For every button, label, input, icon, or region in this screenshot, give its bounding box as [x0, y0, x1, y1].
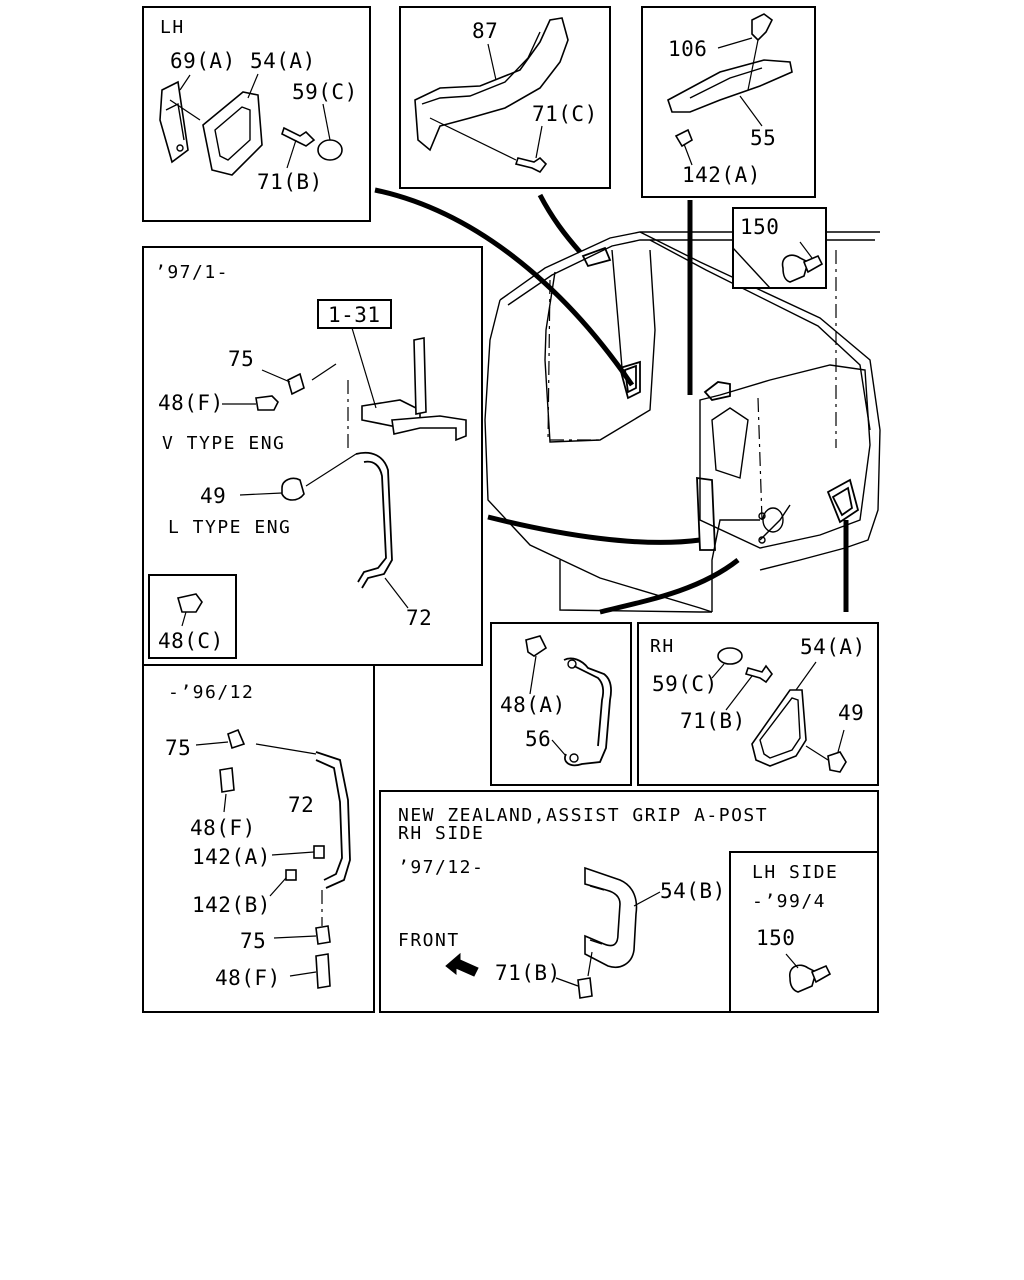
label-142a-lower: 142(A) — [192, 845, 271, 869]
label-87: 87 — [472, 19, 498, 43]
assist-grip-54a — [202, 91, 263, 176]
label-106: 106 — [668, 37, 707, 61]
front-arrow-icon — [445, 952, 479, 977]
nz-date: ’97/12- — [398, 857, 484, 878]
clip-75 — [287, 372, 305, 396]
label-54a-rh: 54(A) — [800, 635, 866, 659]
bolt-48a — [525, 635, 548, 657]
assist-grip-87 — [414, 17, 569, 152]
panel-lh-side: LH SIDE -’99/4 150 — [729, 851, 879, 1013]
bolt-48f-lower — [315, 953, 331, 989]
panel-header-lh: LH — [160, 17, 185, 38]
bracket-69a — [159, 80, 189, 164]
panel-strap-56: 48(A) 56 — [490, 622, 632, 786]
front-label: FRONT — [398, 930, 460, 951]
label-56: 56 — [525, 727, 551, 751]
panel-grip-55: 106 55 142(A) — [641, 6, 816, 198]
panel-grip-87: 87 71(C) — [399, 6, 611, 189]
ref-label-1-31: 1-31 — [328, 303, 381, 327]
panel-header-97-1: ’97/1- — [155, 262, 229, 283]
bolt-48c — [176, 593, 203, 613]
l-type-eng-note: L TYPE ENG — [168, 517, 291, 538]
bolt-48f — [255, 395, 279, 411]
clip-75-upper — [227, 728, 246, 750]
panel-rh: RH 54(A) 59(C) 71(B) 49 — [637, 622, 879, 786]
callout-curves — [374, 187, 849, 615]
lh-side-date: -’99/4 — [752, 891, 826, 912]
screw-71b-rh — [744, 664, 773, 684]
label-54a: 54(A) — [250, 49, 316, 73]
bolt-106 — [751, 13, 774, 42]
panel-header-rh: RH — [650, 636, 675, 657]
label-150-lh-side: 150 — [756, 926, 795, 950]
nz-title-line1: NEW ZEALAND,ASSIST GRIP A-POST — [398, 805, 768, 826]
ref-box-1-31 — [317, 299, 392, 329]
clip-75-lower — [315, 925, 331, 945]
label-71b: 71(B) — [257, 170, 323, 194]
panel-header-96-12: -’96/12 — [168, 682, 254, 703]
label-48f: 48(F) — [158, 391, 224, 415]
label-54b: 54(B) — [660, 879, 726, 903]
assist-grip-54a-rh — [751, 689, 807, 767]
clip-142a-lower — [313, 845, 325, 859]
lh-side-header: LH SIDE — [752, 862, 838, 883]
v-type-eng-note: V TYPE ENG — [162, 433, 285, 454]
label-59c-rh: 59(C) — [652, 672, 718, 696]
label-75-lower: 75 — [240, 929, 266, 953]
label-75: 75 — [228, 347, 254, 371]
clip-142b — [285, 869, 297, 881]
panel-97-1: ’97/1- 1-31 75 48(F) V TYPE ENG 49 L TYP… — [142, 246, 483, 666]
clip-142a — [674, 128, 693, 148]
panel-96-12: -’96/12 75 48(F) 72 142(A) 142(B) 75 48(… — [142, 664, 375, 1013]
assist-grip-55 — [667, 59, 793, 113]
label-75-upper: 75 — [165, 736, 191, 760]
nz-title-line2: RH SIDE — [398, 823, 484, 844]
label-55: 55 — [750, 126, 776, 150]
panel-clip-150: 150 — [732, 207, 827, 289]
cap-59c-rh — [717, 647, 743, 665]
label-49-rh: 49 — [838, 701, 864, 725]
label-48a: 48(A) — [500, 693, 566, 717]
panel-lh-top: LH 69(A) 54(A) 59(C) 71(B) — [142, 6, 371, 222]
bolt-48f-upper — [219, 767, 235, 793]
label-71b-nz: 71(B) — [495, 961, 561, 985]
label-72-lower: 72 — [288, 793, 314, 817]
label-48f-lower: 48(F) — [215, 966, 281, 990]
label-142b: 142(B) — [192, 893, 271, 917]
screw-71b — [281, 126, 316, 147]
label-150: 150 — [740, 215, 779, 239]
nut-49 — [281, 477, 305, 501]
label-72: 72 — [406, 606, 432, 630]
label-71c: 71(C) — [532, 102, 598, 126]
screw-71b-nz — [577, 977, 593, 999]
label-71b-rh: 71(B) — [680, 709, 746, 733]
nut-49-rh — [827, 751, 847, 773]
label-49: 49 — [200, 484, 226, 508]
label-142a: 142(A) — [682, 163, 761, 187]
label-69a: 69(A) — [170, 49, 236, 73]
label-59c: 59(C) — [292, 80, 358, 104]
label-48c: 48(C) — [158, 629, 224, 653]
label-48f-upper: 48(F) — [190, 816, 256, 840]
cap-59c — [317, 139, 343, 161]
screw-71c — [514, 156, 548, 174]
